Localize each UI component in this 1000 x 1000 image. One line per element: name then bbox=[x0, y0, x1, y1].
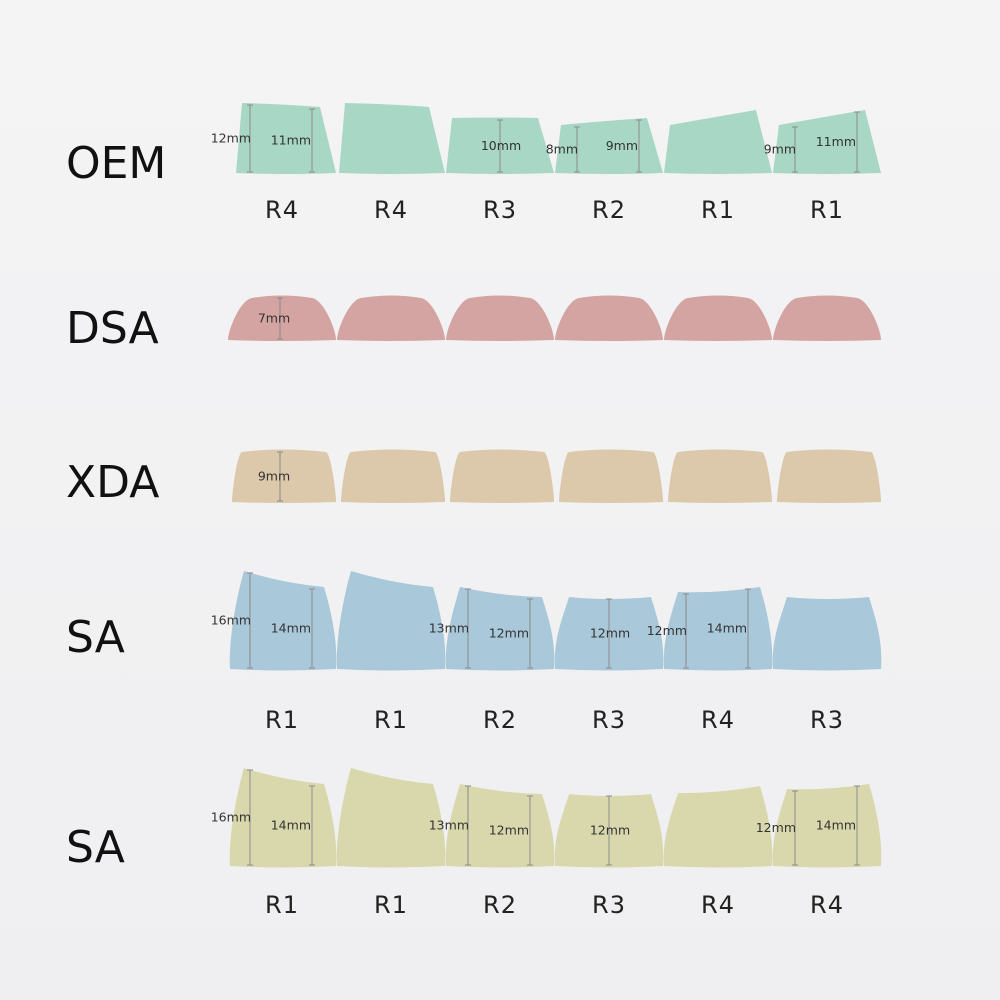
row-label: R2 bbox=[483, 891, 517, 919]
keycap-shape bbox=[772, 597, 882, 671]
profile-row-dsa: DSA 7mm bbox=[66, 295, 881, 354]
dimension-label: 10mm bbox=[481, 138, 521, 153]
dimension-label: 16mm bbox=[211, 613, 251, 628]
dimension-label: 14mm bbox=[271, 621, 311, 636]
row-label: R2 bbox=[592, 196, 626, 224]
keycap-shape bbox=[668, 449, 772, 503]
dimension-label: 12mm bbox=[756, 820, 796, 835]
keycap-shape bbox=[555, 295, 663, 341]
row-label: R4 bbox=[810, 891, 844, 919]
keycap-shape bbox=[336, 571, 446, 671]
row-label: R2 bbox=[483, 706, 517, 734]
dimension-label: 7mm bbox=[258, 311, 290, 326]
keycap-shape bbox=[559, 449, 663, 503]
profile-row-xda: XDA 9mm bbox=[66, 449, 881, 508]
keycap-shape bbox=[773, 295, 881, 341]
dimension-label: 13mm bbox=[429, 621, 469, 636]
dimension-label: 14mm bbox=[707, 621, 747, 636]
dimension-label: 14mm bbox=[271, 818, 311, 833]
row-label: R3 bbox=[483, 196, 517, 224]
keycap-shape bbox=[339, 103, 445, 174]
row-label: R1 bbox=[701, 196, 735, 224]
keycap-shape bbox=[236, 103, 336, 174]
keycap-shape bbox=[446, 295, 554, 341]
row-label: R4 bbox=[374, 196, 408, 224]
keycap-shape bbox=[229, 768, 337, 868]
row-label: R1 bbox=[374, 706, 408, 734]
row-label: R3 bbox=[592, 891, 626, 919]
keycap-shape bbox=[445, 784, 555, 868]
dimension-label: 12mm bbox=[647, 623, 687, 638]
dimension-label: 9mm bbox=[606, 138, 638, 153]
keycap-shape bbox=[445, 587, 555, 671]
row-label: R1 bbox=[265, 891, 299, 919]
dimension-label: 12mm bbox=[211, 131, 251, 146]
keycap-shape bbox=[772, 784, 882, 868]
dimension-label: 13mm bbox=[429, 818, 469, 833]
dimension-label: 11mm bbox=[816, 134, 856, 149]
dimension-label: 12mm bbox=[489, 626, 529, 641]
profile-name: SA bbox=[66, 822, 125, 873]
keycap-shape bbox=[663, 786, 773, 868]
keycap-shape bbox=[341, 449, 445, 503]
keycap-shape bbox=[450, 449, 554, 503]
row-label: R3 bbox=[592, 706, 626, 734]
profile-name: DSA bbox=[66, 303, 159, 354]
keycap-shape bbox=[337, 295, 445, 341]
row-label: R4 bbox=[701, 706, 735, 734]
keycap-shape bbox=[773, 110, 881, 174]
row-label: R4 bbox=[265, 196, 299, 224]
keycap-shape bbox=[336, 768, 446, 868]
dimension-label: 12mm bbox=[590, 823, 630, 838]
keycap-shape bbox=[555, 118, 663, 174]
keycap-shape bbox=[664, 295, 772, 341]
dimension-label: 12mm bbox=[489, 823, 529, 838]
keycap-shape bbox=[229, 571, 337, 671]
row-label: R4 bbox=[701, 891, 735, 919]
profile-name: SA bbox=[66, 612, 125, 663]
dimension-label: 9mm bbox=[258, 469, 290, 484]
dimension-label: 16mm bbox=[211, 810, 251, 825]
row-label: R1 bbox=[265, 706, 299, 734]
dimension-label: 8mm bbox=[546, 142, 578, 157]
row-label: R3 bbox=[810, 706, 844, 734]
keycap-shape bbox=[232, 449, 336, 503]
dimension-label: 12mm bbox=[590, 626, 630, 641]
keycap-shape bbox=[664, 110, 772, 174]
profile-name: XDA bbox=[66, 457, 159, 508]
dimension-label: 11mm bbox=[271, 133, 311, 148]
profile-name: OEM bbox=[66, 138, 166, 189]
keycap-shape bbox=[777, 449, 881, 503]
keycap-shape bbox=[228, 295, 336, 341]
dimension-label: 9mm bbox=[764, 142, 796, 157]
keycap-shape bbox=[663, 587, 773, 671]
dimension-label: 14mm bbox=[816, 818, 856, 833]
row-label: R1 bbox=[810, 196, 844, 224]
row-label: R1 bbox=[374, 891, 408, 919]
